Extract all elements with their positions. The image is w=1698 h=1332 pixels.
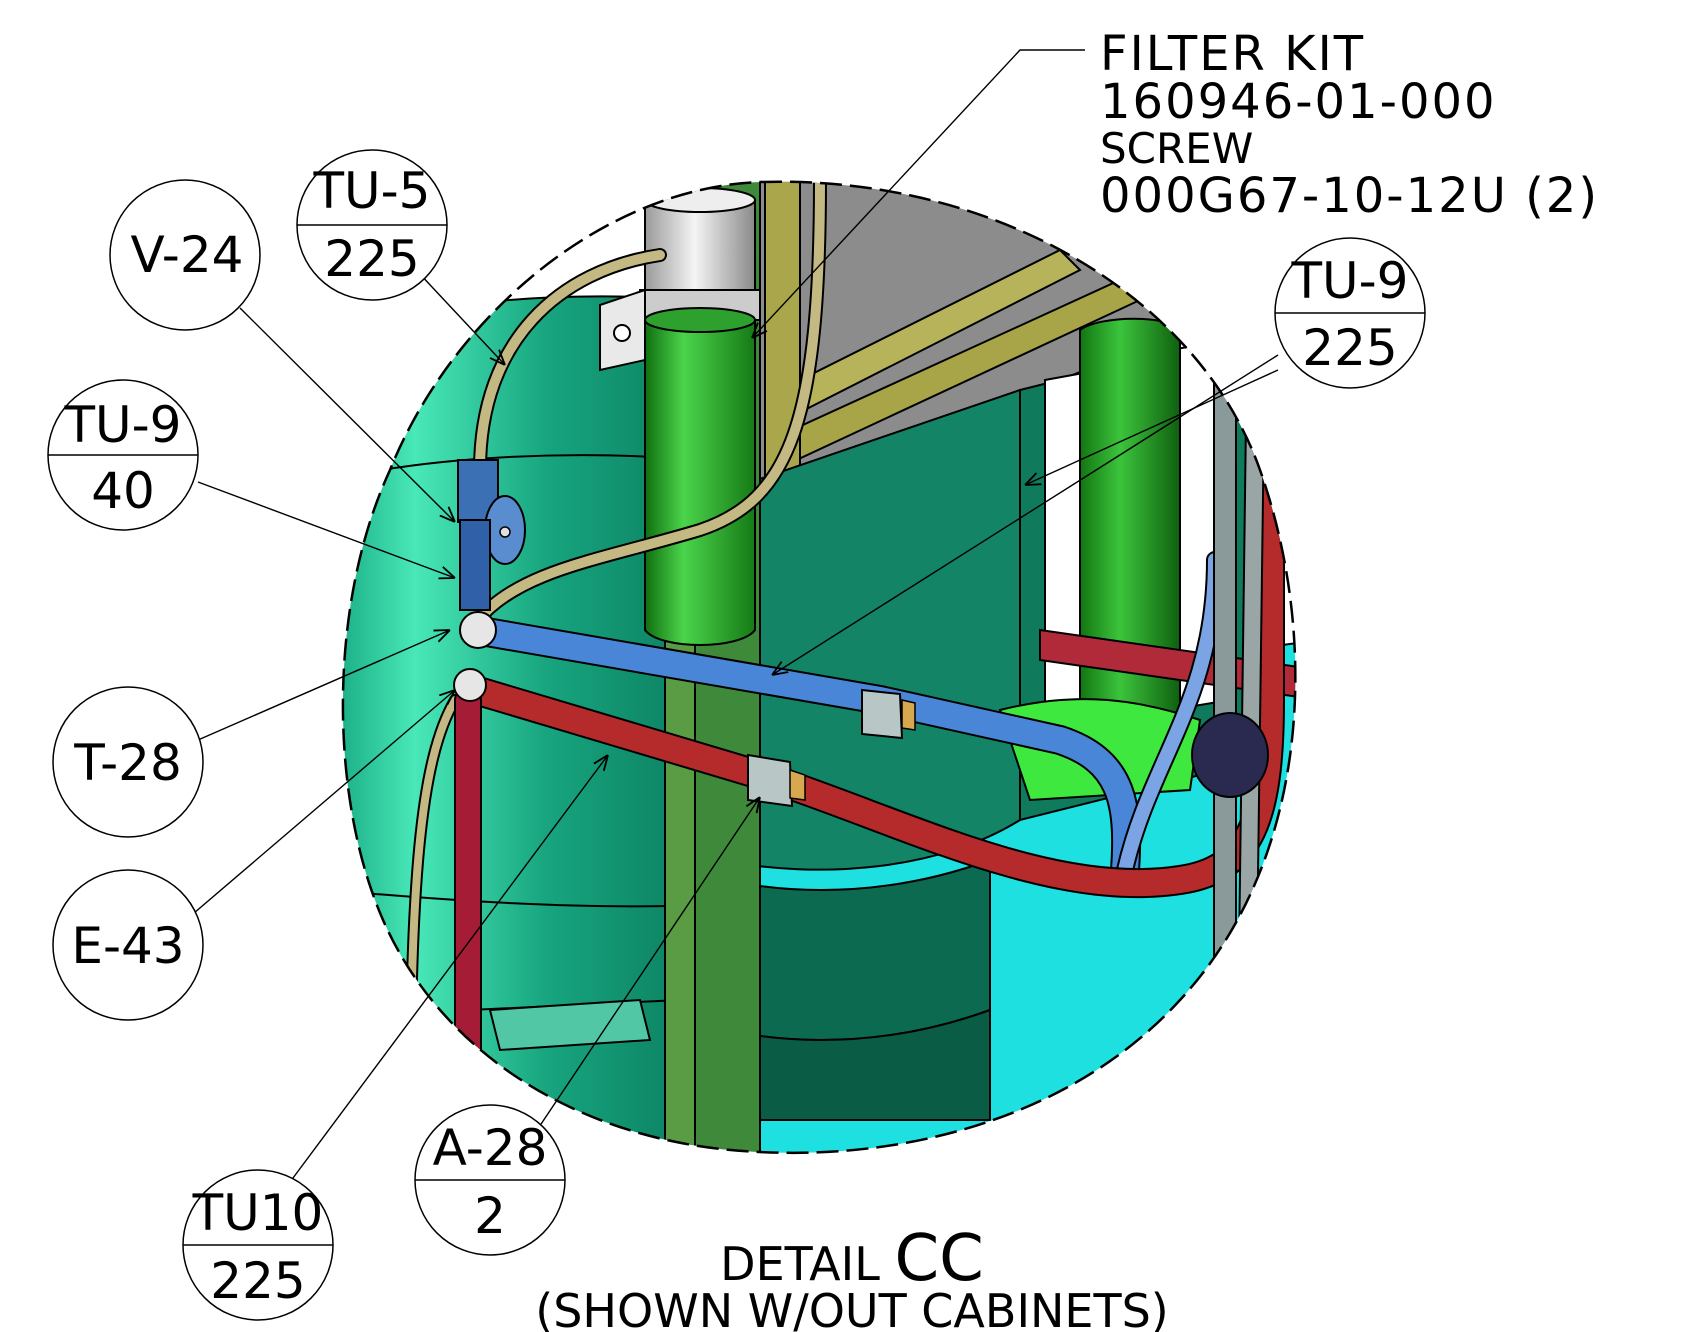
elbow-fitting <box>453 668 487 702</box>
detail-letter: CC <box>894 1222 983 1296</box>
balloon-tu10-item: TU10 <box>192 1184 324 1242</box>
screw-part-number: 000G67-10-12U (2) <box>1100 168 1599 224</box>
balloon-tu10-qty: 225 <box>210 1252 305 1310</box>
balloon-v24-item: V-24 <box>131 226 244 284</box>
shutoff-valve <box>457 459 526 565</box>
detail-title: DETAIL CC (SHOWN W/OUT CABINETS) <box>535 1222 1168 1332</box>
compression-nut-blue <box>861 688 904 740</box>
detail-boundary <box>341 180 1297 1154</box>
balloon-tu9-left: TU-9 40 <box>47 379 199 531</box>
balloon-tu9-right-qty: 225 <box>1302 319 1397 377</box>
screw-label: SCREW <box>1100 124 1253 173</box>
balloon-v24: V-24 <box>109 179 261 331</box>
balloon-a28-qty: 2 <box>474 1187 506 1245</box>
balloon-tu9-left-item: TU-9 <box>64 396 182 454</box>
balloon-tu5: TU-5 225 <box>296 149 448 301</box>
balloon-a28: A-28 2 <box>414 1104 566 1256</box>
leader-lines <box>179 49 1279 1183</box>
balloon-a28-item: A-28 <box>433 1119 548 1177</box>
balloon-tu5-qty: 225 <box>324 230 419 288</box>
filter-kit-callout: FILTER KIT 160946-01-000 SCREW 000G67-10… <box>1100 26 1599 224</box>
filter-housing-right <box>1079 317 1181 754</box>
filter-cartridge <box>639 187 761 646</box>
balloon-tu9-right-item: TU-9 <box>1291 252 1409 310</box>
tee-fitting <box>459 611 497 649</box>
filter-kit-part-number: 160946-01-000 <box>1100 74 1497 130</box>
balloon-tu9-left-qty: 40 <box>91 462 155 520</box>
balloon-e43-item: E-43 <box>71 917 184 975</box>
balloon-tu10: TU10 225 <box>182 1169 334 1321</box>
balloon-e43: E-43 <box>52 869 204 1021</box>
balloon-t28: T-28 <box>52 686 204 838</box>
detail-heading: DETAIL CC <box>720 1222 984 1296</box>
compression-nut-red <box>747 753 794 808</box>
balloon-tu5-item: TU-5 <box>313 162 431 220</box>
balloon-t28-item: T-28 <box>73 734 182 792</box>
detail-prefix: DETAIL <box>720 1237 894 1291</box>
filter-kit-label: FILTER KIT <box>1100 26 1365 82</box>
balloon-tu9-right: TU-9 225 <box>1274 237 1426 389</box>
detail-subtitle: (SHOWN W/OUT CABINETS) <box>535 1284 1168 1332</box>
float-ball <box>1191 712 1269 798</box>
detail-view <box>342 181 1296 1153</box>
